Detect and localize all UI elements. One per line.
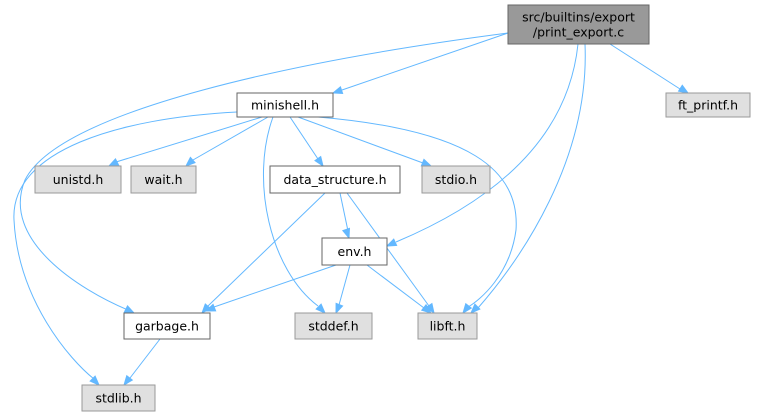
edge-line xyxy=(346,192,430,307)
node-label: minishell.h xyxy=(251,98,319,113)
node-box xyxy=(34,165,122,194)
node-stdio-h: stdio.h xyxy=(421,165,491,194)
edge-line xyxy=(192,116,269,161)
arrowhead-icon xyxy=(470,303,481,314)
arrowhead-icon xyxy=(184,156,196,167)
edge-line xyxy=(207,192,326,307)
edge-minishell-h-to-libft-h xyxy=(317,116,517,315)
node-box xyxy=(421,165,491,194)
edge-line xyxy=(366,264,425,309)
arrowhead-icon xyxy=(385,238,398,247)
node-box xyxy=(81,384,156,412)
node-label: stdio.h xyxy=(435,172,477,187)
node-box xyxy=(665,92,751,118)
node-label: libft.h xyxy=(430,319,466,334)
edge-line xyxy=(609,43,681,90)
arrowhead-icon xyxy=(335,302,344,315)
edge-line xyxy=(338,264,351,306)
node-label: stdlib.h xyxy=(95,391,141,406)
edge-minishell-h-to-wait-h xyxy=(184,116,269,167)
edge-print-export-c-to-minishell-h xyxy=(331,32,509,95)
edge-line xyxy=(297,116,424,164)
node-box xyxy=(123,312,211,340)
arrowhead-icon xyxy=(677,84,690,94)
node-label: ft_printf.h xyxy=(678,98,738,113)
node-ft-printf-h: ft_printf.h xyxy=(665,92,751,118)
arrowhead-icon xyxy=(314,155,324,168)
edge-data-structure-h-to-env-h xyxy=(339,192,351,240)
node-garbage-h[interactable]: garbage.h xyxy=(123,312,211,340)
node-label: src/builtins/export xyxy=(522,10,635,25)
node-layer: src/builtins/export/print_export.cminish… xyxy=(34,4,751,412)
edge-env-h-to-stddef-h xyxy=(335,264,351,315)
node-box xyxy=(130,165,197,194)
node-label: unistd.h xyxy=(53,172,104,187)
arrowhead-icon xyxy=(123,374,134,387)
node-libft-h: libft.h xyxy=(417,312,478,340)
node-box xyxy=(236,92,334,118)
edge-line xyxy=(339,192,349,232)
edge-line xyxy=(115,116,263,163)
edge-line xyxy=(262,116,319,307)
node-stddef-h: stddef.h xyxy=(294,312,373,340)
arrowhead-icon xyxy=(315,303,326,314)
node-minishell-h[interactable]: minishell.h xyxy=(236,92,334,118)
edge-line xyxy=(341,32,509,91)
node-label: env.h xyxy=(338,244,372,259)
edge-line xyxy=(13,111,238,380)
node-label: garbage.h xyxy=(135,319,199,334)
arrowhead-icon xyxy=(89,375,100,386)
node-stdlib-h: stdlib.h xyxy=(81,384,156,412)
node-unistd-h: unistd.h xyxy=(34,165,122,194)
arrowhead-icon xyxy=(341,227,351,240)
edge-minishell-h-to-stdlib-h xyxy=(13,111,238,386)
node-wait-h: wait.h xyxy=(130,165,197,194)
edge-minishell-h-to-stddef-h xyxy=(262,116,326,314)
edge-print-export-c-to-libft-h xyxy=(470,43,586,314)
edge-data-structure-h-to-libft-h xyxy=(346,192,435,315)
edge-env-h-to-garbage-h xyxy=(204,264,337,312)
edge-line xyxy=(129,338,161,379)
node-label: stddef.h xyxy=(308,319,358,334)
edge-line xyxy=(395,43,579,243)
edge-data-structure-h-to-garbage-h xyxy=(201,192,326,315)
edge-line xyxy=(317,116,517,308)
node-label: /print_export.c xyxy=(533,25,624,40)
node-box xyxy=(507,4,650,45)
edge-layer xyxy=(13,32,690,387)
arrowhead-icon xyxy=(107,157,120,167)
edge-line xyxy=(19,32,509,311)
arrowhead-icon xyxy=(425,302,435,315)
node-box xyxy=(294,312,373,340)
edge-garbage-h-to-stdlib-h xyxy=(123,338,161,387)
node-env-h[interactable]: env.h xyxy=(321,237,388,266)
node-box xyxy=(417,312,478,340)
arrowhead-icon xyxy=(123,304,136,314)
node-label: wait.h xyxy=(144,172,182,187)
edge-line xyxy=(289,116,319,160)
edge-print-export-c-to-env-h xyxy=(385,43,579,247)
edge-print-export-c-to-ft-printf-h xyxy=(609,43,690,94)
node-box xyxy=(321,237,388,266)
edge-minishell-h-to-unistd-h xyxy=(107,116,263,167)
edge-line xyxy=(477,43,586,309)
node-data-structure-h[interactable]: data_structure.h xyxy=(269,165,401,194)
node-box xyxy=(269,165,401,194)
edge-minishell-h-to-data-structure-h xyxy=(289,116,324,168)
node-label: data_structure.h xyxy=(283,172,386,187)
edge-env-h-to-libft-h xyxy=(366,264,433,314)
arrowhead-icon xyxy=(331,85,344,95)
arrowhead-icon xyxy=(420,158,433,167)
arrowhead-icon xyxy=(420,303,433,314)
edge-line xyxy=(213,264,337,308)
arrowhead-icon xyxy=(462,302,473,315)
arrowhead-icon xyxy=(204,303,217,312)
node-print-export-c[interactable]: src/builtins/export/print_export.c xyxy=(507,4,650,45)
